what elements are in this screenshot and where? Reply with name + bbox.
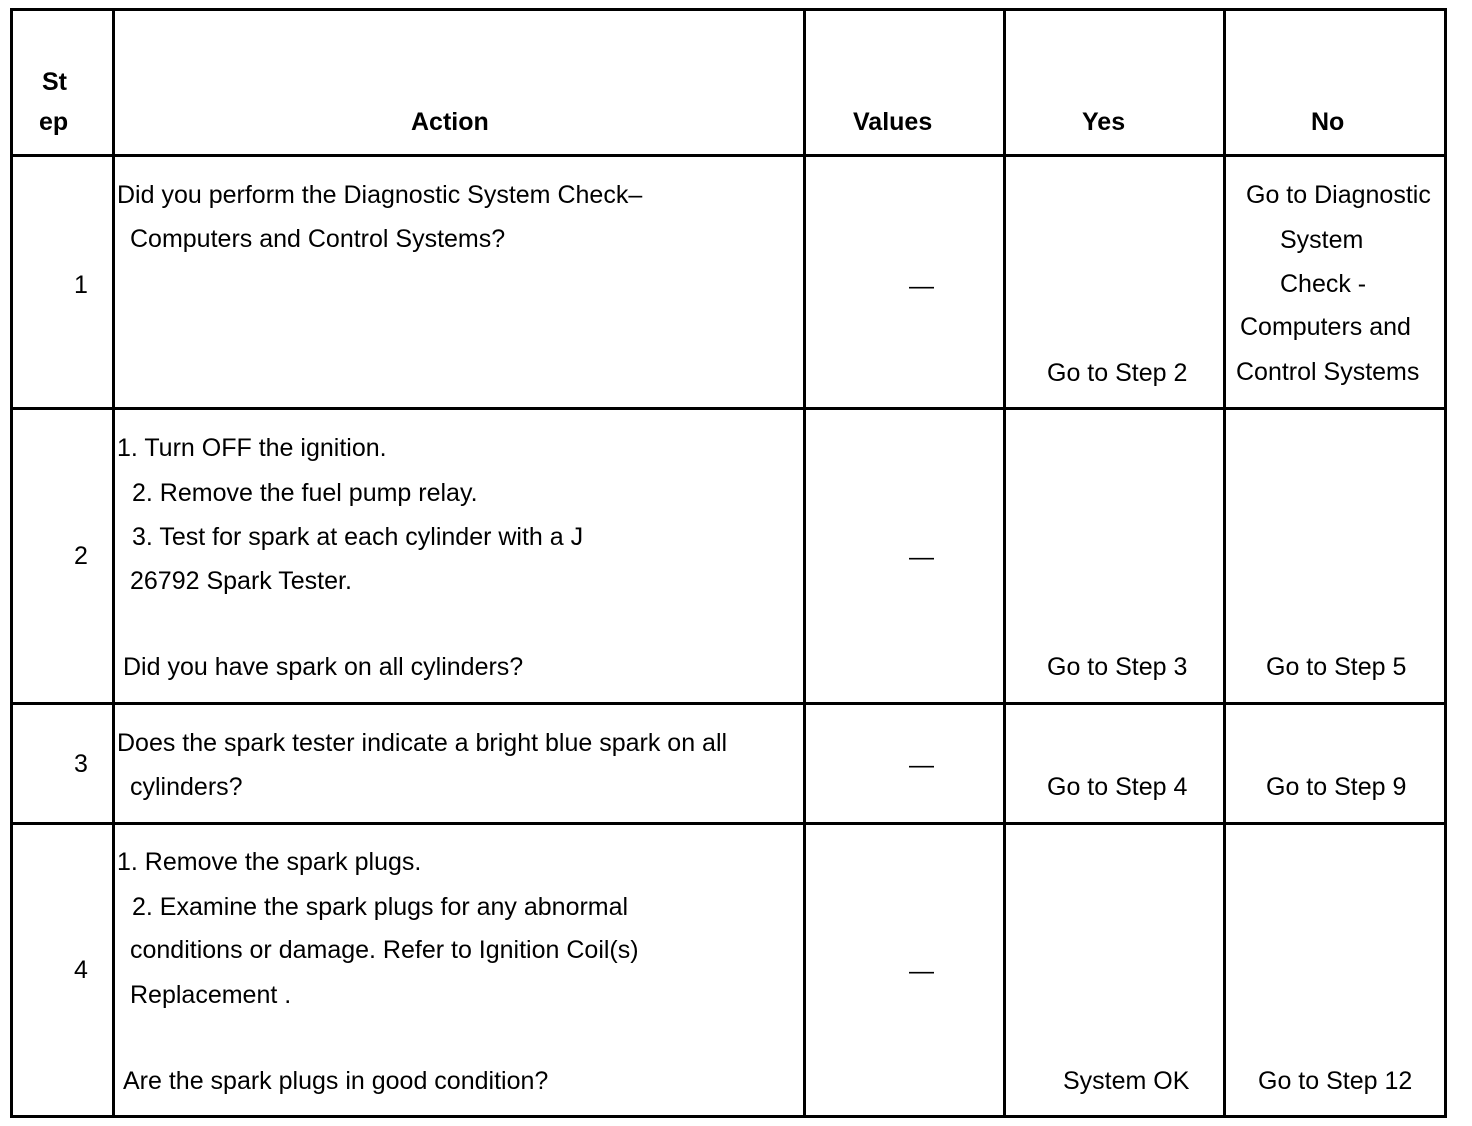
table-border-left	[10, 8, 13, 1118]
no-cell-clip: Go to Diagnostic System Check - Computer…	[1226, 168, 1444, 404]
action-line: Replacement .	[130, 981, 292, 1009]
action-line: conditions or damage. Refer to Ignition …	[130, 936, 639, 964]
header-step-line1: St	[42, 68, 67, 96]
col-divider-action	[803, 8, 806, 1118]
col-divider-values	[1003, 8, 1006, 1118]
step-number: 3	[74, 750, 88, 778]
no-line: Computers and	[1240, 313, 1411, 341]
header-step-line2: ep	[39, 108, 69, 136]
yes-action: System OK	[1063, 1067, 1190, 1095]
value-dash: —	[909, 272, 934, 300]
header-divider	[10, 154, 1447, 157]
header-no: No	[1311, 108, 1345, 136]
col-divider-step	[112, 8, 115, 1118]
table-border-bottom	[10, 1115, 1447, 1118]
row-divider-3	[10, 822, 1447, 825]
no-line: Check -	[1280, 270, 1367, 298]
action-line: 1. Remove the spark plugs.	[117, 848, 422, 876]
yes-action: Go to Step 2	[1047, 359, 1188, 387]
action-line: 2. Examine the spark plugs for any abnor…	[132, 893, 629, 921]
action-line: Did you perform the Diagnostic System Ch…	[117, 181, 643, 209]
action-line: 3. Test for spark at each cylinder with …	[132, 523, 584, 551]
header-yes: Yes	[1082, 108, 1126, 136]
no-action: Go to Step 12	[1258, 1067, 1413, 1095]
no-line: System	[1280, 226, 1364, 254]
action-line: 1. Turn OFF the ignition.	[117, 434, 387, 462]
action-line: Did you have spark on all cylinders?	[123, 653, 524, 681]
yes-action: Go to Step 4	[1047, 773, 1188, 801]
action-line: 2. Remove the fuel pump relay.	[132, 479, 478, 507]
header-action: Action	[411, 108, 489, 136]
diagnostic-table: St ep Action Values Yes No 1 Did you per…	[10, 8, 1447, 1118]
table-border-right	[1444, 8, 1447, 1118]
table-border-top	[10, 8, 1447, 11]
value-dash: —	[909, 957, 934, 985]
no-action: Go to Step 5	[1266, 653, 1407, 681]
no-line: Go to Diagnostic	[1246, 181, 1431, 209]
row-divider-1	[10, 407, 1447, 410]
action-line: Does the spark tester indicate a bright …	[117, 729, 728, 757]
step-number: 2	[74, 542, 88, 570]
step-number: 4	[74, 956, 88, 984]
no-line: Control Systems	[1236, 358, 1420, 386]
value-dash: —	[909, 543, 934, 571]
action-line: Computers and Control Systems?	[130, 225, 506, 253]
header-values: Values	[853, 108, 933, 136]
action-line: Are the spark plugs in good condition?	[123, 1067, 549, 1095]
yes-action: Go to Step 3	[1047, 653, 1188, 681]
value-dash: —	[909, 751, 934, 779]
step-number: 1	[74, 271, 88, 299]
col-divider-yes	[1223, 8, 1226, 1118]
row-divider-2	[10, 702, 1447, 705]
action-line: cylinders?	[130, 773, 243, 801]
action-line: 26792 Spark Tester.	[130, 567, 352, 595]
no-action: Go to Step 9	[1266, 773, 1407, 801]
